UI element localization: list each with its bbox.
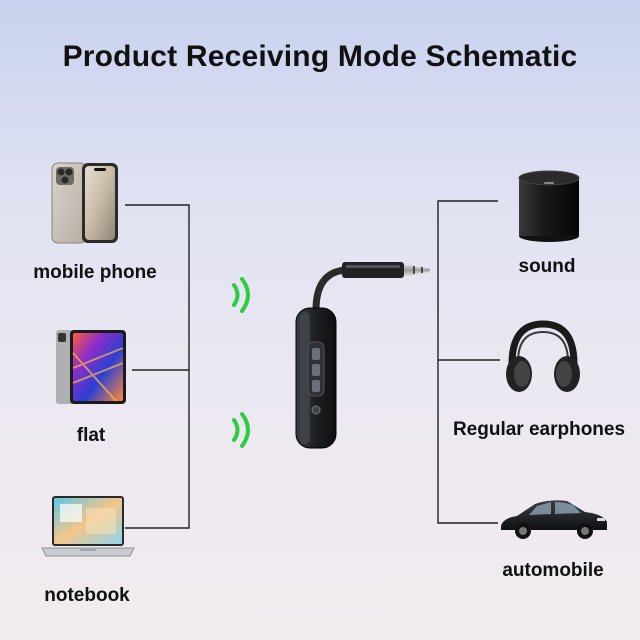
source-label-notebook: notebook — [44, 585, 130, 606]
output-label-automobile: automobile — [502, 560, 604, 581]
car-icon — [497, 496, 611, 547]
headphones-icon — [502, 318, 584, 403]
left-connector-top — [125, 204, 190, 529]
output-label-regular-earphones: Regular earphones — [452, 419, 626, 440]
source-label-flat: flat — [76, 425, 106, 446]
bluetooth-receiver-icon — [286, 250, 436, 465]
wireless-signal-icon — [228, 275, 258, 320]
laptop-icon — [40, 494, 136, 569]
output-label-sound: sound — [518, 256, 576, 277]
wireless-signal-icon — [228, 410, 258, 455]
tablet-icon — [56, 328, 128, 413]
page-title: Product Receiving Mode Schematic — [62, 40, 578, 73]
smartphone-icon — [50, 160, 122, 251]
right-connector-top — [437, 200, 498, 524]
speaker-icon — [516, 168, 582, 249]
source-label-mobile-phone: mobile phone — [33, 262, 157, 283]
